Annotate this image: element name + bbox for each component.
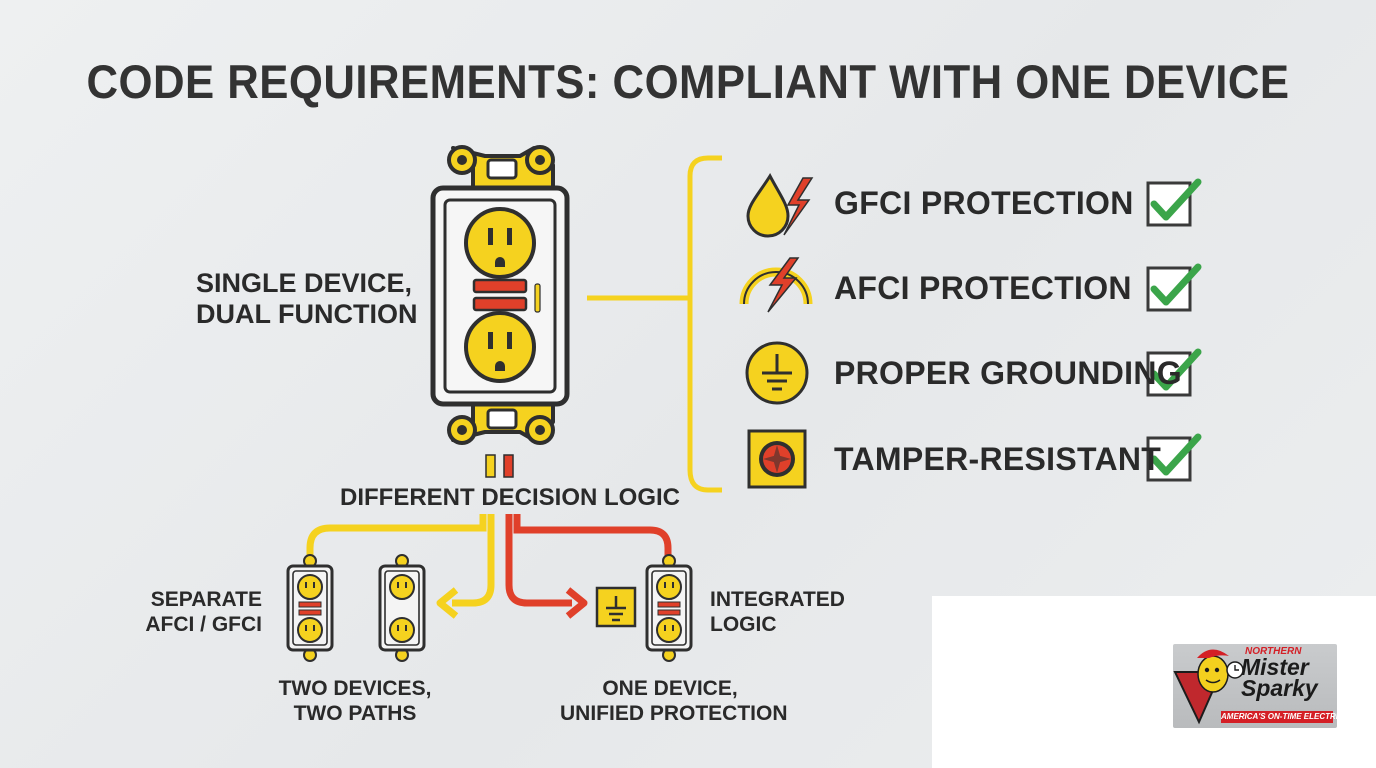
one-device-label-line2: UNIFIED PROTECTION xyxy=(560,702,788,725)
feature-label-tamper: TAMPER-RESISTANT xyxy=(834,441,1162,477)
decision-logic-label: DIFFERENT DECISION LOGIC xyxy=(340,484,681,511)
separate-label-line1: SEPARATE xyxy=(150,588,262,611)
arc-lightning-icon xyxy=(739,257,813,313)
integrated-logic-label-line2: LOGIC xyxy=(710,613,777,636)
integrated-logic-label-line1: INTEGRATED xyxy=(710,588,845,611)
two-devices-label-line1: TWO DEVICES, xyxy=(278,677,432,700)
decision-flow-lines xyxy=(306,514,672,619)
main-outlet-icon xyxy=(430,145,570,445)
ground-symbol-icon xyxy=(745,341,809,405)
page-title: CODE REQUIREMENTS: COMPLIANT WITH ONE DE… xyxy=(86,55,1290,108)
logo-tagline: America's On-Time Electrician xyxy=(1221,711,1337,723)
one-device-label-line1: ONE DEVICE, xyxy=(602,677,738,700)
integrated-outlet-icon xyxy=(645,553,693,663)
feature-bracket xyxy=(587,155,722,493)
water-drop-lightning-icon xyxy=(746,173,814,238)
logo-region-text: NORTHERN xyxy=(1245,646,1302,657)
single-device-label-line1: SINGLE DEVICE, xyxy=(196,268,413,298)
separate-gfci-outlet-icon xyxy=(378,553,426,663)
separate-afci-outlet-icon xyxy=(286,553,334,663)
single-device-label: SINGLE DEVICE, DUAL FUNCTION xyxy=(196,268,418,330)
separate-label: SEPARATE AFCI / GFCI xyxy=(140,587,262,637)
feature-label-afci: AFCI PROTECTION xyxy=(834,270,1132,306)
checkbox-gfci-icon xyxy=(1146,178,1202,227)
decision-connector xyxy=(485,454,514,478)
feature-checkboxes xyxy=(1146,178,1202,482)
small-ground-box-icon xyxy=(595,586,637,628)
shutter-icon xyxy=(747,429,807,489)
logo-brand-name: Mister Sparky xyxy=(1241,654,1318,701)
single-device-label-line2: DUAL FUNCTION xyxy=(196,299,418,329)
two-devices-label: TWO DEVICES, TWO PATHS xyxy=(270,676,440,726)
feature-label-gfci: GFCI PROTECTION xyxy=(834,185,1134,221)
checkbox-afci-icon xyxy=(1146,263,1202,312)
logo-mascot-overlay-icon xyxy=(1173,649,1244,725)
two-devices-label-line2: TWO PATHS xyxy=(293,702,417,725)
integrated-logic-label: INTEGRATED LOGIC xyxy=(710,587,845,637)
checkbox-tamper-icon xyxy=(1146,433,1202,482)
one-device-label: ONE DEVICE, UNIFIED PROTECTION xyxy=(560,676,788,726)
checkbox-grounding-icon xyxy=(1146,348,1202,397)
separate-label-line2: AFCI / GFCI xyxy=(145,613,262,636)
feature-label-grounding: PROPER GROUNDING xyxy=(834,355,1182,391)
